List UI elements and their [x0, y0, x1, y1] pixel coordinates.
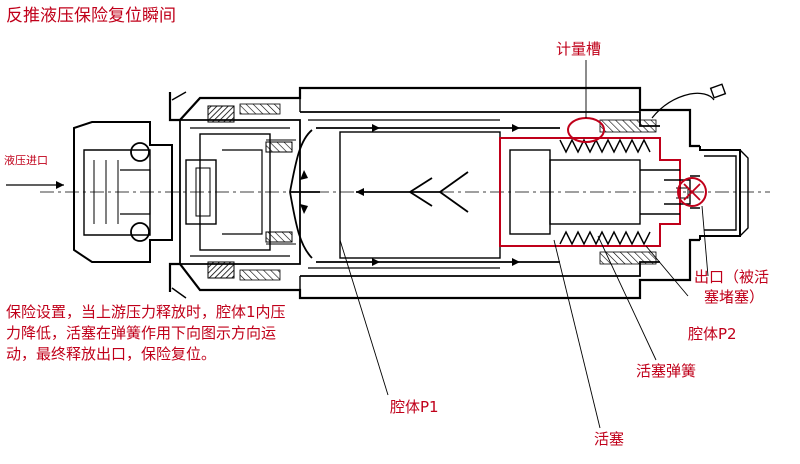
- description-note: 保险设置，当上游压力释放时，腔体1内压力降低，活塞在弹簧作用下向图示方向运动，最…: [6, 303, 286, 363]
- page-title: 反推液压保险复位瞬间: [6, 6, 176, 26]
- leader-lines: [339, 60, 709, 429]
- label-piston: 活塞: [594, 430, 625, 448]
- label-chamber-p2: 腔体P2: [688, 325, 737, 343]
- label-metering-groove: 计量槽: [556, 40, 602, 58]
- flow-arrowheads: [300, 124, 520, 266]
- inner-body-left: [179, 119, 301, 265]
- flow-paths: [289, 127, 560, 263]
- label-inlet: 液压进口: [4, 154, 48, 167]
- spring-upper: [559, 138, 651, 154]
- outer-housing: [168, 86, 700, 300]
- lockwire: [651, 83, 727, 119]
- outlet-fitting: [664, 146, 749, 240]
- label-chamber-p1: 腔体P1: [390, 398, 439, 416]
- label-piston-spring: 活塞弹簧: [636, 362, 697, 380]
- outlet-x-mark: [683, 183, 701, 201]
- inlet-arrow: [6, 181, 64, 189]
- outlet-marker: [677, 177, 707, 207]
- chamber-p1-body: [300, 111, 660, 277]
- inlet-fitting: [73, 121, 173, 263]
- piston-internals: [509, 149, 680, 235]
- label-outlet-line1: 出口（被活: [694, 268, 770, 286]
- spring-lower: [559, 230, 651, 246]
- label-outlet-line2: 塞堵塞）: [704, 288, 765, 306]
- piston-outline: [499, 137, 681, 247]
